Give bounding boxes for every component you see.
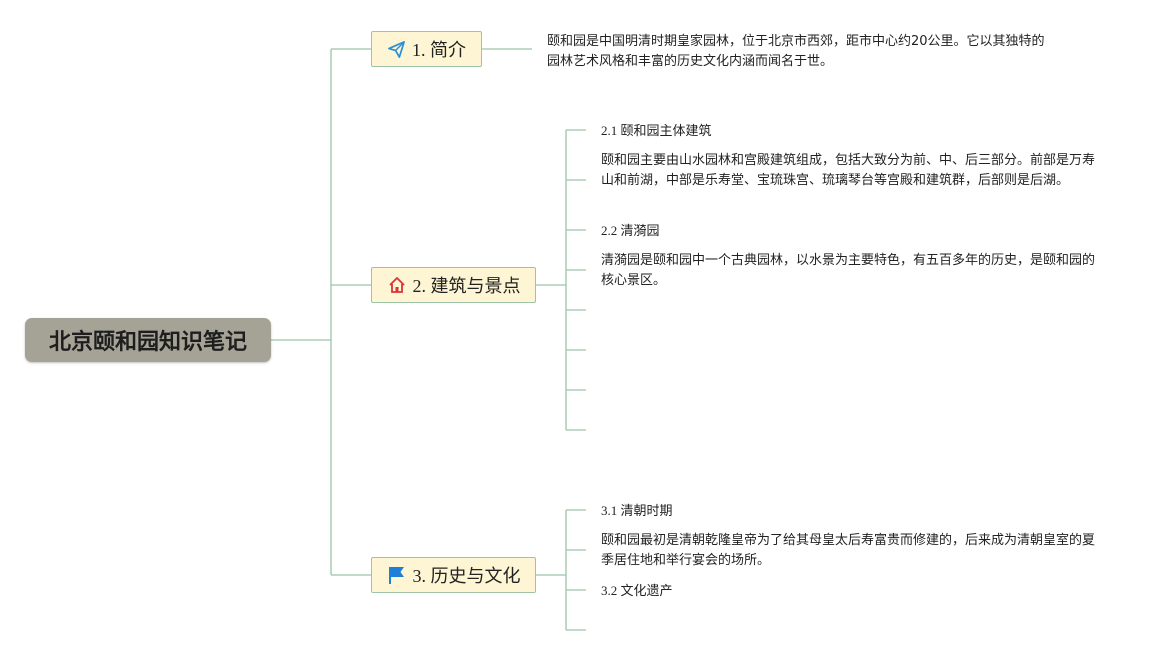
branch-label: 1. 简介 <box>412 40 466 60</box>
branch-label: 2. 建筑与景点 <box>412 276 521 296</box>
subtopic-2-2-text: 清漪园是颐和园中一个古典园林，以水景为主要特色，有五百多年的历史，是颐和园的核心… <box>601 253 1096 288</box>
branch-architecture[interactable]: 2. 建筑与景点 <box>371 267 536 303</box>
subtopic-2-1-text: 颐和园主要由山水园林和宫殿建筑组成，包括大致分为前、中、后三部分。前部是万寿山和… <box>601 153 1096 188</box>
subtopic-3-1-text: 颐和园最初是清朝乾隆皇帝为了给其母皇太后寿富贵而修建的，后来成为清朝皇室的夏季居… <box>601 533 1096 568</box>
root-title: 北京颐和园知识笔记 <box>48 330 247 355</box>
subtopic-2-2: 2.2 清漪园 <box>601 223 660 238</box>
intro-text: 颐和园是中国明清时期皇家园林，位于北京市西郊，距市中心约20公里。它以其独特的园… <box>547 34 1045 69</box>
branch-intro[interactable]: 1. 简介 <box>371 31 482 67</box>
paper-plane-icon <box>387 40 406 59</box>
subtopic-2-1: 2.1 颐和园主体建筑 <box>601 123 712 138</box>
branch-history[interactable]: 3. 历史与文化 <box>371 557 536 593</box>
subtopic-3-2: 3.2 文化遗产 <box>601 583 673 598</box>
flag-icon <box>387 565 407 585</box>
branch-label: 3. 历史与文化 <box>412 566 521 586</box>
root-topic[interactable]: 北京颐和园知识笔记 <box>25 318 271 362</box>
subtopic-3-1: 3.1 清朝时期 <box>601 503 673 518</box>
house-icon <box>387 275 407 295</box>
